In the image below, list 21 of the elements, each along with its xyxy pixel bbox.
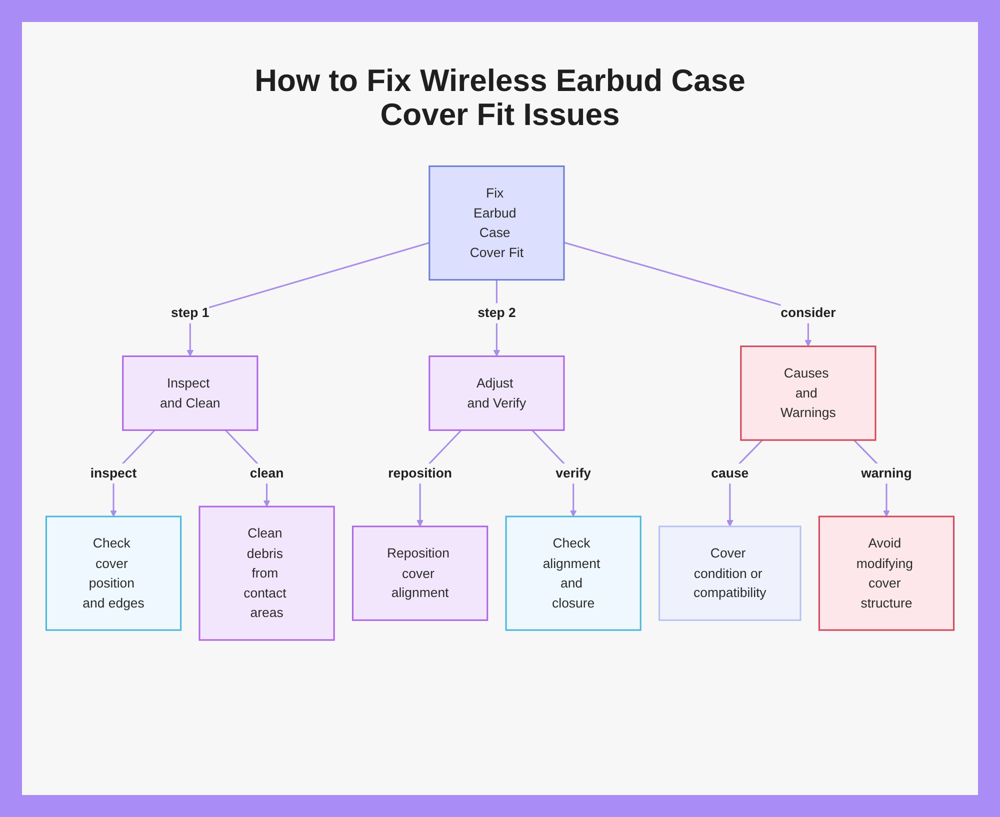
node-box: Fix Earbud Case Cover Fit [428,165,565,281]
edge-label: warning [861,466,912,481]
edge-label: inspect [90,466,137,481]
edge-label: step 2 [478,305,516,320]
node-box: Inspect and Clean [122,355,258,431]
edge-label: reposition [388,466,452,481]
arrow [186,242,430,357]
edge-label: cause [711,466,749,481]
node-box: Avoid modifying cover structure [818,516,955,631]
edge-label: clean [250,466,284,481]
node-box: Reposition cover alignment [352,526,488,621]
edge-label: verify [556,466,591,481]
node-box: Causes and Warnings [740,346,876,441]
node-box: Adjust and Verify [428,355,565,431]
edge-label: step 1 [171,305,210,320]
node-box: Check cover position and edges [45,516,182,631]
diagram-title: How to Fix Wireless Earbud Case Cover Fit Issues [254,64,746,132]
edge-label: consider [780,305,836,320]
node-box: Clean debris from contact areas [198,506,335,641]
node-box: Check alignment and closure [505,516,642,631]
node-box: Cover condition or compatibility [658,526,802,621]
